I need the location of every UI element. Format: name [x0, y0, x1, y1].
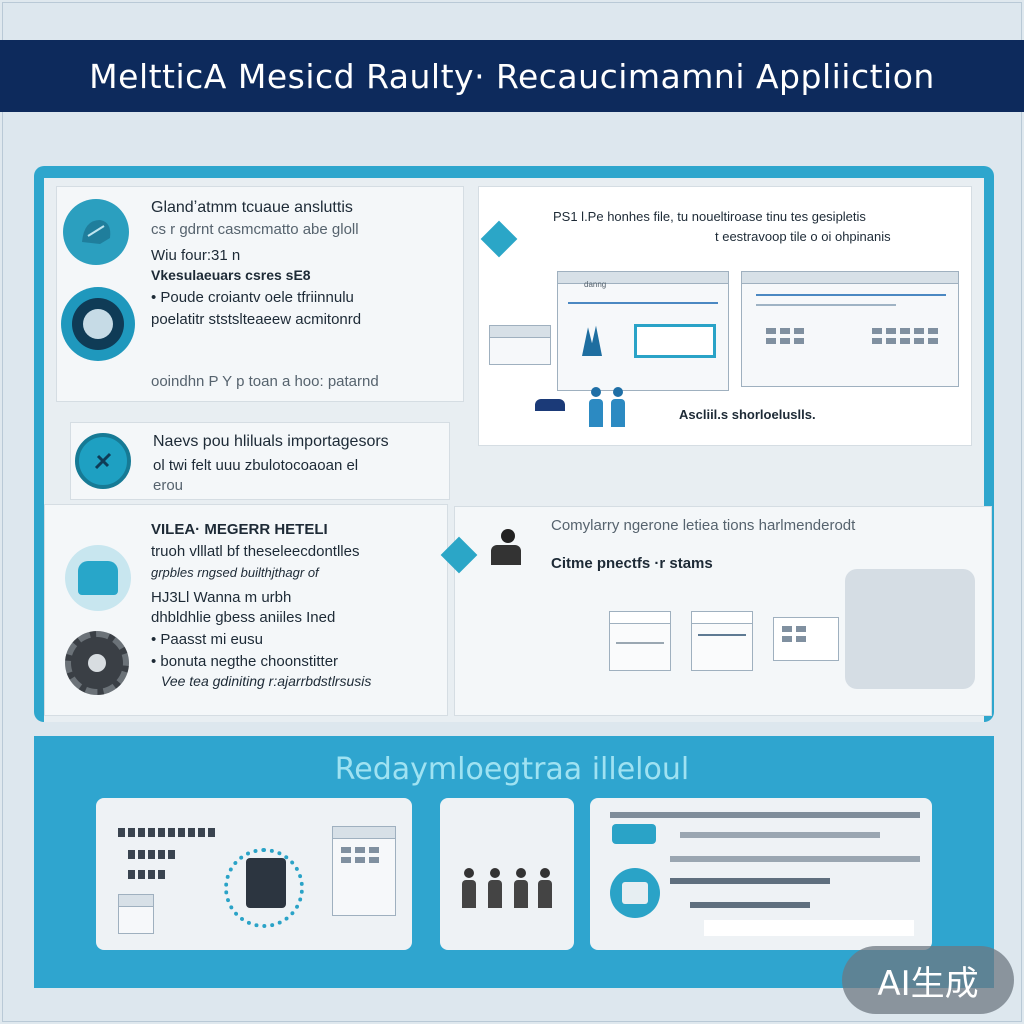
equipment-panel: [691, 611, 753, 671]
info-card-top-right: PS1 l.Pe honhes file, tu noueltiroase ti…: [478, 186, 972, 446]
section-title: Redaymloegtraa illeloul: [334, 752, 690, 787]
card-heading: Citme pnectfs ·r stams: [551, 555, 713, 572]
info-card-bottom-left: VILEA· MEGERR HETELI truoh vlllatl bf th…: [44, 504, 448, 716]
screen-window: danng: [557, 271, 729, 391]
gear-icon: [65, 631, 129, 695]
card-heading: VILEA· MEGERR HETELI: [151, 521, 328, 538]
card-text: HJ3Ll Wanna m urbh: [151, 589, 292, 606]
monitor-icon: [610, 868, 660, 918]
network-icon: [224, 848, 304, 928]
card-text: cs r gdrnt casmcmatto abe gloll: [151, 221, 359, 238]
screen-window: [741, 271, 959, 387]
doctor-icon: [538, 868, 552, 908]
doctor-icon: [488, 868, 502, 908]
card-text: PS1 l.Pe honhes file, tu noueltiroase ti…: [553, 209, 866, 224]
info-card-top-left: Glandʼatmm tcuaue ansluttis cs r gdrnt c…: [56, 186, 464, 402]
illustration-card: [590, 798, 932, 950]
bullet-item: Paasst mi eusu: [151, 631, 263, 648]
card-text: erou: [153, 477, 184, 494]
card-text: grpbles rngsed builthjthagr of: [151, 565, 319, 580]
device-icon: [612, 824, 656, 844]
card-text: t eestravoop tile o oi ohpinanis: [715, 229, 891, 244]
card-text: truoh vlllatl bf theseleecdontlles: [151, 543, 360, 560]
illustration-card: [96, 798, 412, 950]
card-text: Wiu four:31 n: [151, 247, 241, 264]
brain-scan-icon: [63, 199, 129, 265]
illustration-card: [440, 798, 574, 950]
doctor-icon: [462, 868, 476, 908]
screen-window: [118, 894, 154, 934]
card-text: Vee tea gdiniting r:ajarrbdstlrsusis: [161, 673, 372, 689]
info-card-bottom-right: Comylarry ngerone letiea tions harlmende…: [454, 506, 992, 716]
bullet-item: bonuta negthe choonstitter: [151, 653, 338, 670]
hospital-bed-icon: [845, 569, 975, 689]
medical-device-icon: [65, 545, 131, 611]
doctor-icon: [611, 387, 625, 427]
equipment-panel: [609, 611, 671, 671]
card-caption: Ascliil.s shorloeluslls.: [679, 407, 816, 422]
card-text: poelatitr ststslteaeew acmitonrd: [151, 311, 362, 328]
doctor-icon: [514, 868, 528, 908]
bullet-item: Poude croiantv oele tfriinnulu: [151, 289, 353, 306]
card-text: ol twi felt uuu zbulotocoaoan el: [153, 457, 359, 474]
card-text: Comylarry ngerone letiea tions harlmende…: [551, 517, 856, 534]
card-text: Vkesulaeuars csres sE8: [151, 267, 311, 283]
info-card-mid-left: Naevs pou hliluals importagesors ol twi …: [70, 422, 450, 500]
screen-window: [332, 826, 396, 916]
window-label: danng: [584, 280, 607, 289]
card-heading: Glandʼatmm tcuaue ansluttis: [151, 199, 353, 216]
card-text: Naevs pou hliluals importagesors: [153, 433, 389, 450]
screen-window: [489, 325, 551, 365]
head-scan-icon: [61, 287, 135, 361]
header-bar: MeltticA Mesicd Raulty· Recaucimamni App…: [0, 40, 1024, 112]
ai-generated-badge: AI生成: [842, 946, 1014, 1014]
doctor-icon: [491, 529, 527, 569]
input-bar: [704, 920, 914, 936]
doctor-icon: [589, 387, 603, 427]
stethoscope-icon: [75, 433, 131, 489]
device-icon: [535, 399, 565, 411]
card-text: ooindhn P Y p toan a hoo: patarnd: [151, 373, 379, 390]
card-text: dhbldhlie gbess aniiles Ined: [151, 609, 336, 626]
equipment-panel: [773, 617, 839, 661]
device-icon: [246, 858, 286, 908]
page-title: MeltticA Mesicd Raulty· Recaucimamni App…: [89, 56, 935, 96]
